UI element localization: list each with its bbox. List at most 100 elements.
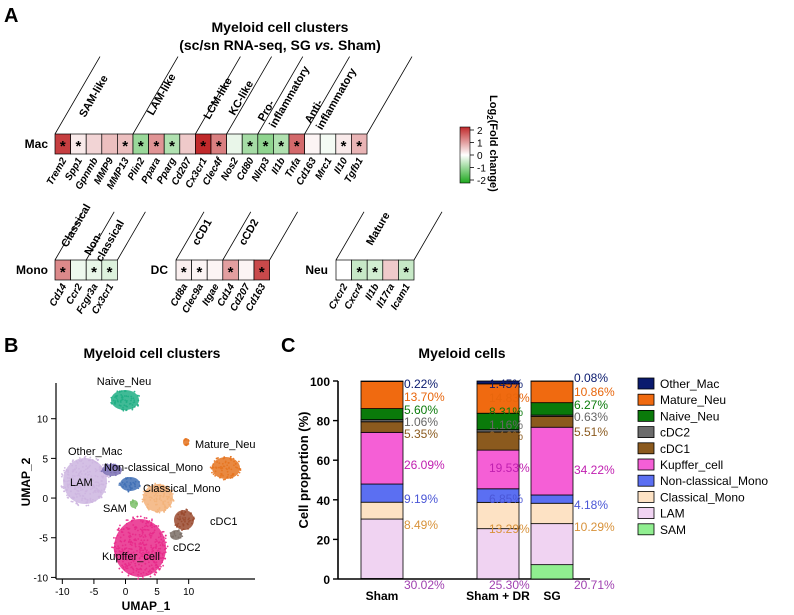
legend-item-cDC1: cDC1 — [637, 442, 690, 456]
bar-data-label: 0.22% — [404, 377, 438, 391]
bar-data-label: 8.49% — [404, 518, 438, 532]
heatmap-panel: Myeloid cell clusters (sc/sn RNA-seq, SG… — [16, 19, 499, 316]
bar-data-label: 9.16% — [489, 429, 523, 443]
umap-x-tick-label: -10 — [55, 587, 70, 598]
group-label: LAM-like — [145, 72, 178, 118]
significance-star: * — [341, 138, 347, 155]
significance-star: * — [75, 138, 81, 155]
bar-segment-Classical_Mono — [360, 501, 404, 520]
panel-letter-c: C — [281, 335, 295, 357]
row-label-mono: Mono — [16, 263, 48, 277]
legend-swatch — [637, 507, 655, 520]
significance-star: * — [196, 264, 202, 281]
group-divider — [304, 56, 350, 135]
significance-star: * — [228, 264, 234, 281]
significance-star: * — [263, 138, 269, 155]
bar-data-label: 25.30% — [489, 578, 530, 592]
legend-item-SAM: SAM — [637, 523, 686, 537]
significance-star: * — [403, 264, 409, 281]
heat-cell-mac-Tgfb1 — [351, 133, 368, 155]
bar-y-tick-label: 40 — [317, 494, 331, 508]
legend-item-Classical_Mono: Classical_Mono — [637, 490, 745, 504]
umap-y-tick-label: -5 — [39, 534, 48, 545]
bar-data-label: 1.06% — [404, 415, 438, 429]
bar-data-label: 13.70% — [404, 390, 445, 404]
legend-item-Naive_Neu: Naive_Neu — [637, 409, 719, 423]
umap-cluster-Other_Mac — [100, 462, 122, 478]
group-divider — [335, 211, 365, 261]
bar-segment-LAM — [360, 518, 404, 579]
umap-label-Non-classical_Mono: Non-classical_Mono — [104, 462, 203, 474]
umap-label-Kupffer_cell: Kupffer_cell — [102, 551, 160, 563]
heatmap-row-mono: Mono*Cd14Ccr2*Fcgr3a*Cx3cr1ClassicalNon-… — [16, 202, 146, 316]
umap-cluster-SAM — [129, 499, 138, 509]
colorbar-tick-label: -1 — [477, 164, 486, 175]
umap-cluster-cDC1 — [174, 508, 196, 531]
bar-segment-LAM — [530, 523, 574, 566]
legend-swatch — [637, 377, 655, 390]
umap-x-tick-label: -5 — [89, 587, 98, 598]
group-label: cCD2 — [237, 217, 261, 247]
bar-segment-Naive_Neu — [530, 402, 574, 416]
legend-item-cDC2: cDC2 — [637, 426, 690, 440]
panel-letter-b: B — [4, 335, 18, 357]
colorbar — [459, 126, 471, 184]
bar-segment-Kupffer_cell — [530, 426, 574, 496]
group-label: LCM-like — [202, 76, 235, 122]
umap-label-Naive_Neu: Naive_Neu — [97, 376, 151, 388]
umap-cluster-Classical_Mono — [141, 482, 175, 514]
colorbar-tick-label: 2 — [477, 126, 483, 137]
heat-cell-mac-Cd207 — [179, 133, 196, 155]
legend-item-Kupffer_cell: Kupffer_cell — [637, 458, 723, 472]
legend-item-Other_Mac: Other_Mac — [637, 377, 719, 391]
group-divider — [413, 211, 443, 261]
umap-x-tick-label: 10 — [183, 587, 195, 598]
significance-star: * — [200, 138, 206, 155]
umap-y-tick-label: -10 — [34, 573, 49, 584]
bar-y-tick-label: 0 — [323, 573, 330, 587]
legend-swatch — [637, 442, 655, 455]
umap-label-Mature_Neu: Mature_Neu — [195, 439, 256, 451]
legend-swatch — [637, 426, 655, 439]
legend-label: LAM — [660, 507, 685, 521]
legend-swatch — [637, 523, 655, 536]
bar-group-Sham: Sham — [360, 380, 404, 603]
umap-label-SAM: SAM — [103, 503, 127, 515]
significance-star: * — [153, 138, 159, 155]
bar-segment-Classical_Mono — [530, 502, 574, 525]
legend-item-Mature_Neu: Mature_Neu — [637, 393, 726, 407]
legend-swatch — [637, 490, 655, 503]
heat-cell-neu-Icam1 — [398, 259, 415, 281]
significance-star: * — [216, 138, 222, 155]
bar-data-label: 6.85% — [489, 492, 523, 506]
legend-item-Non-classical_Mono: Non-classical_Mono — [637, 474, 768, 488]
legend-label: SAM — [660, 523, 686, 537]
bar-data-label: 0.08% — [574, 371, 608, 385]
bar-y-tick-label: 60 — [317, 454, 331, 468]
bar-data-label: 26.09% — [404, 458, 445, 472]
umap-cluster-Naive_Neu — [110, 390, 140, 412]
group-label: Non-classical — [82, 212, 127, 264]
umap-y-tick-label: 5 — [42, 454, 48, 465]
umap-xlabel: UMAP_1 — [122, 599, 171, 613]
bar-segment-Non-classical_Mono — [530, 494, 574, 504]
umap-cluster-cDC2 — [169, 529, 184, 540]
bar-segment-cDC1 — [360, 421, 404, 433]
legend-swatch — [637, 458, 655, 471]
gene-label: Cd14 — [48, 282, 70, 309]
bar-data-label: 5.60% — [404, 403, 438, 417]
legend-item-LAM: LAM — [637, 507, 685, 521]
heat-cell-dc-Itgae — [206, 259, 224, 281]
group-label: Mature — [364, 210, 392, 247]
umap-cluster-LAM — [60, 455, 110, 507]
bar-data-label: 0.63% — [574, 410, 608, 424]
group-divider — [222, 211, 252, 261]
legend-label: Non-classical_Mono — [660, 474, 768, 488]
group-label: SAM-like — [77, 73, 111, 119]
bar-data-label: 10.29% — [574, 520, 615, 534]
bar-data-label: 14.83% — [489, 391, 530, 405]
bar-chart-title: Myeloid cells — [418, 345, 505, 361]
colorbar-tick-label: 1 — [477, 139, 483, 150]
